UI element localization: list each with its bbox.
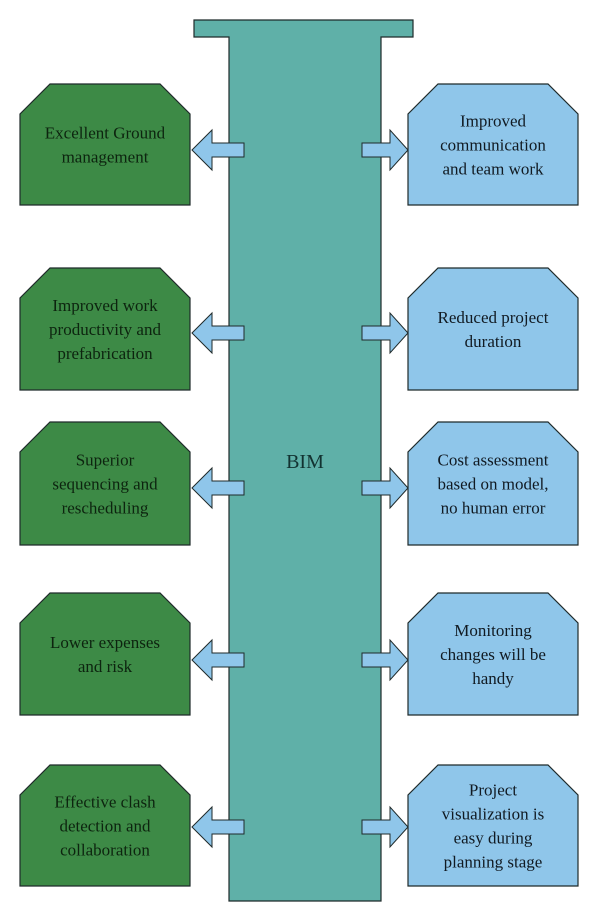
left-benefit-shape	[19, 421, 191, 546]
left-benefit-text-line: and risk	[78, 657, 133, 676]
right-arrow-5	[361, 805, 409, 849]
right-arrow-3	[361, 466, 409, 510]
right-benefit-text-line: communication	[440, 136, 546, 155]
left-arrow-3	[191, 466, 245, 510]
right-benefit-text-line: changes will be	[440, 645, 546, 664]
left-benefit-shape	[19, 592, 191, 716]
left-arrow-2	[191, 311, 245, 355]
right-arrow-4	[361, 638, 409, 682]
right-benefit-text-line: visualization is	[442, 805, 544, 824]
left-benefit-box-4: Lower expenses and risk	[19, 592, 191, 716]
right-benefit-text-line: Cost assessment	[438, 451, 549, 470]
left-benefit-text-line: management	[62, 148, 149, 167]
left-benefit-text-line: rescheduling	[62, 499, 149, 518]
right-benefit-box-3: Cost assessment based on model, no human e…	[407, 421, 579, 546]
right-arrow-1	[361, 128, 409, 172]
right-benefit-shape	[407, 83, 579, 206]
center-label-bim: BIM	[286, 451, 324, 473]
left-arrow-1	[191, 128, 245, 172]
right-benefit-shape	[407, 764, 579, 887]
right-benefit-box-2: Reduced project duration	[407, 267, 579, 391]
right-benefit-shape	[407, 592, 579, 716]
right-benefit-shape	[407, 267, 579, 391]
left-benefit-text-line: Excellent Ground	[45, 124, 166, 143]
left-benefit-text-line: detection and	[59, 817, 151, 836]
right-benefit-box-4: Monitoring changes will be handy	[407, 592, 579, 716]
right-benefit-text-line: and team work	[442, 160, 544, 179]
left-benefit-text-line: Improved work	[52, 296, 158, 315]
left-benefit-box-5: Effective clash detection and collaboratio…	[19, 764, 191, 887]
left-benefit-box-2: Improved work productivity and prefabricat…	[19, 267, 191, 391]
left-benefit-text-line: collaboration	[60, 841, 150, 860]
right-benefit-text-line: Project	[469, 781, 517, 800]
right-benefit-text-line: duration	[465, 332, 522, 351]
right-arrow-2	[361, 311, 409, 355]
left-benefit-text-line: productivity and	[49, 320, 161, 339]
right-benefit-text-line: handy	[472, 669, 514, 688]
left-benefit-box-3: Superior sequencing and rescheduling	[19, 421, 191, 546]
left-benefit-shape	[19, 267, 191, 391]
right-benefit-text-line: Reduced project	[438, 308, 549, 327]
right-benefit-text-line: planning stage	[444, 853, 543, 872]
right-benefit-shape	[407, 421, 579, 546]
right-benefit-text-line: Monitoring	[454, 621, 532, 640]
left-benefit-text-line: Lower expenses	[50, 633, 160, 652]
bim-pillar	[193, 19, 414, 902]
left-benefit-box-1: Excellent Ground management	[19, 83, 191, 206]
left-arrow-5	[191, 805, 245, 849]
left-benefit-text-line: sequencing and	[52, 475, 158, 494]
right-benefit-text-line: easy during	[454, 829, 533, 848]
left-benefit-shape	[19, 83, 191, 206]
left-benefit-text-line: prefabrication	[57, 344, 153, 363]
left-benefit-text-line: Effective clash	[54, 793, 156, 812]
right-benefit-box-1: Improved communication and team work	[407, 83, 579, 206]
right-benefit-text-line: based on model,	[438, 475, 549, 494]
left-benefit-text-line: Superior	[76, 451, 135, 470]
right-benefit-text-line: Improved	[460, 112, 527, 131]
right-benefit-text-line: no human error	[441, 499, 546, 518]
left-benefit-shape	[19, 764, 191, 887]
left-arrow-4	[191, 638, 245, 682]
right-benefit-box-5: Project visualization is easy during planni…	[407, 764, 579, 887]
